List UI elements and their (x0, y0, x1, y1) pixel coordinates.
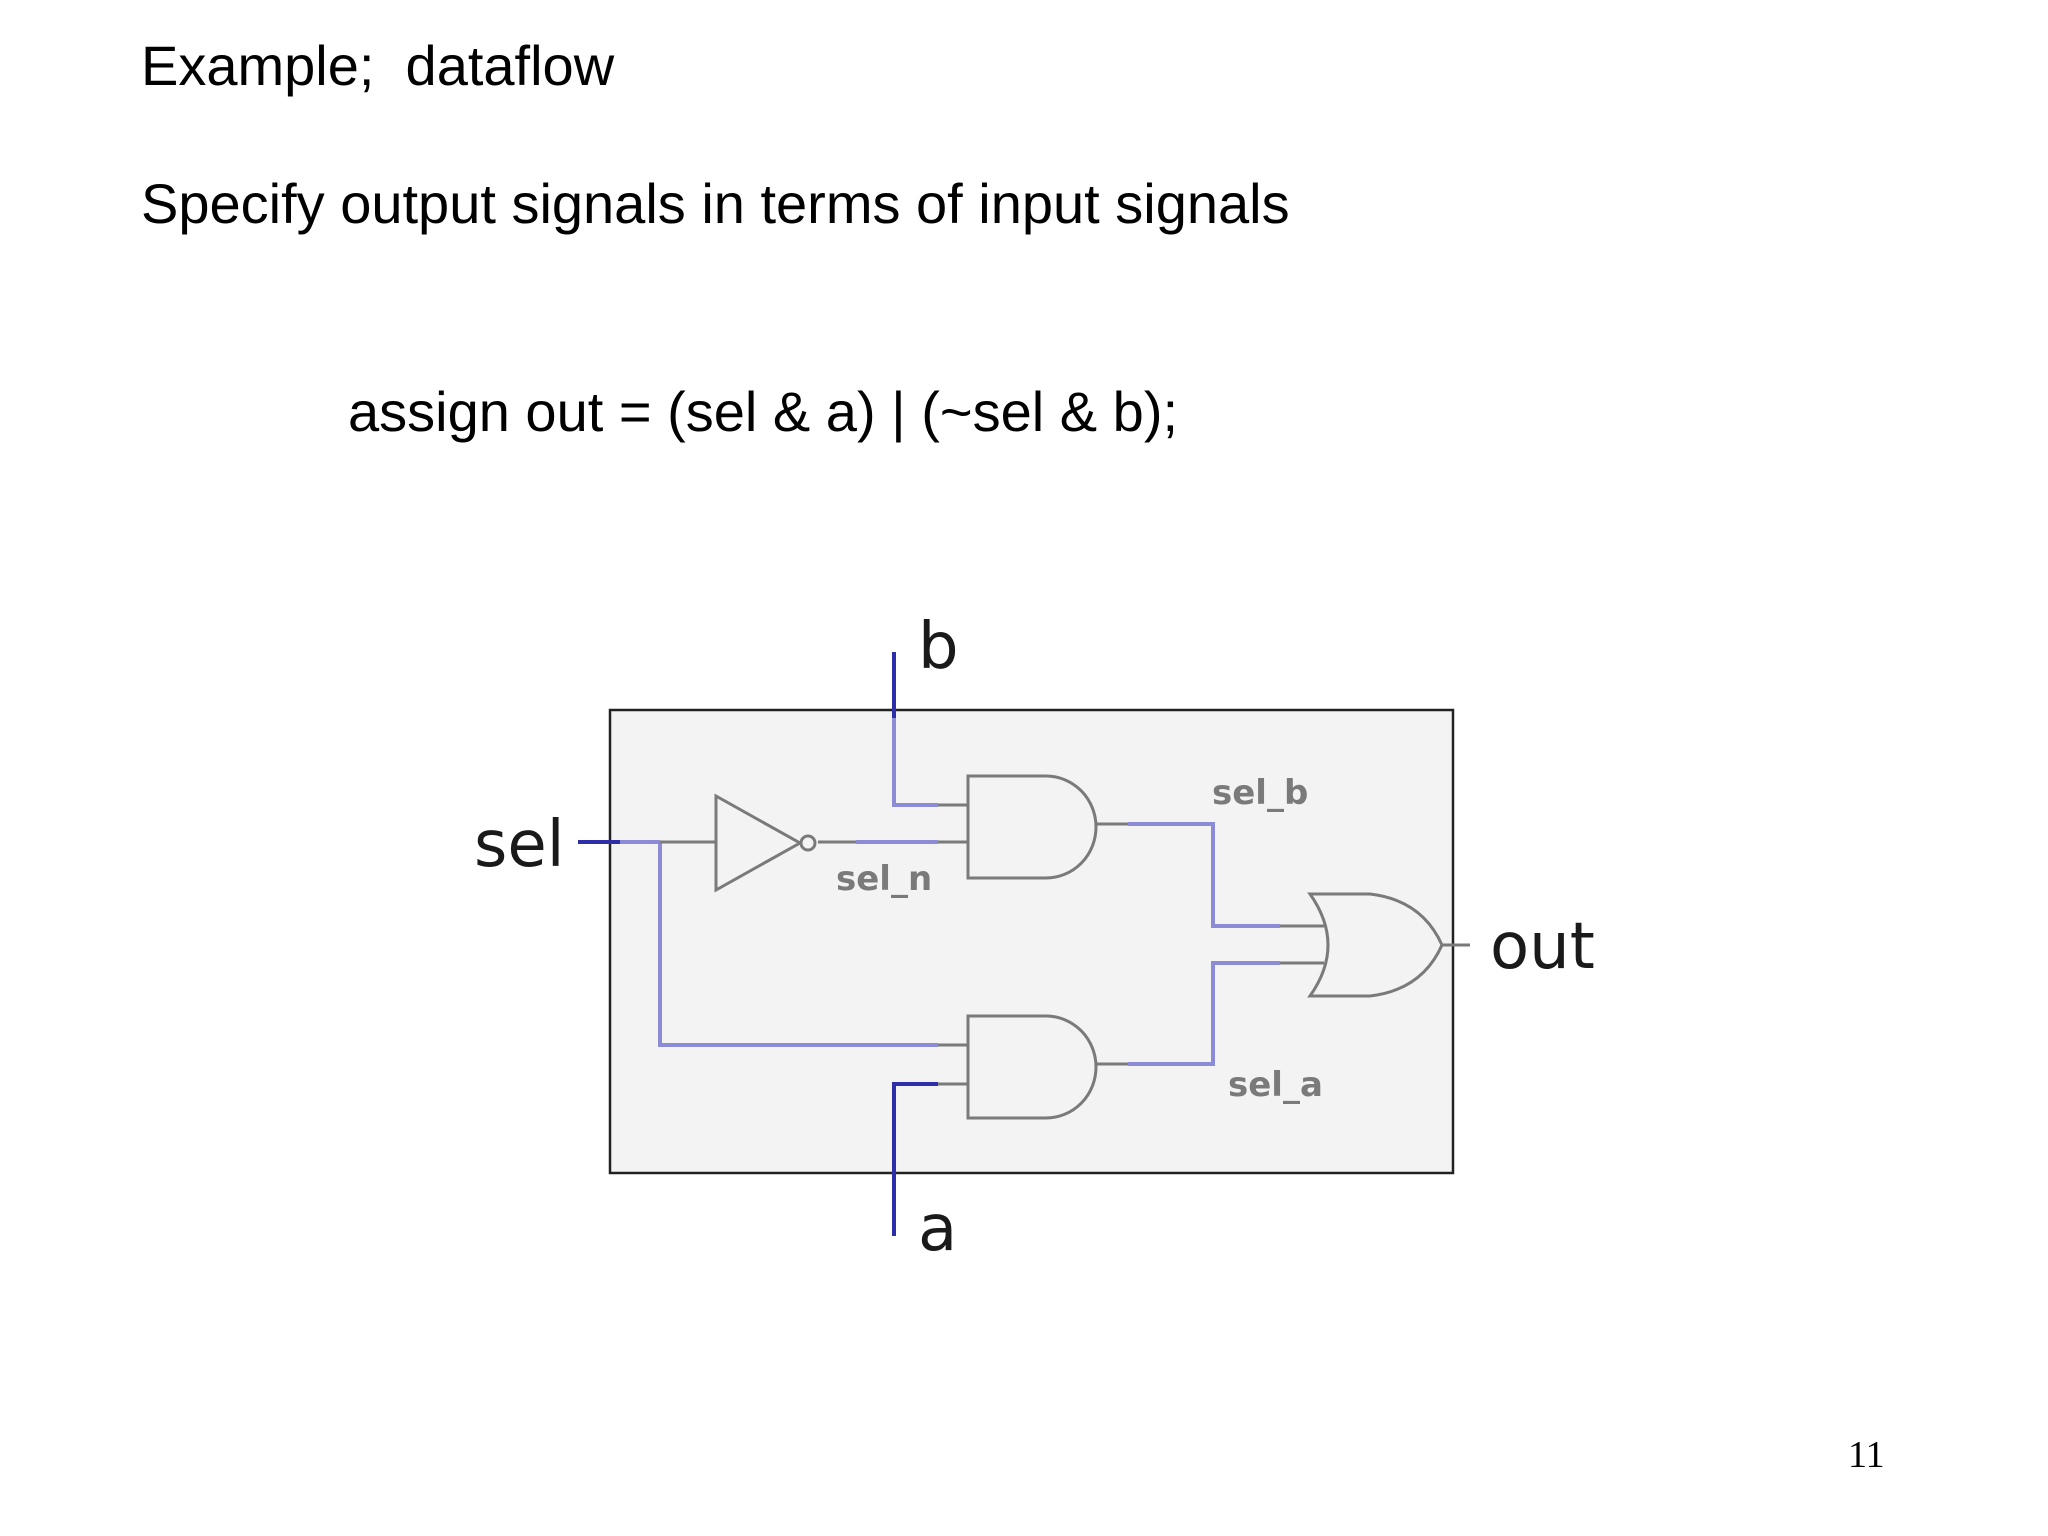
page-number: 11 (1848, 1434, 1885, 1476)
port-label-out: out (1490, 910, 1595, 984)
port-label-sel: sel (474, 808, 565, 882)
wire-b (892, 718, 938, 807)
wire-label-sel-b: sel_b (1212, 773, 1308, 813)
slide-subtitle: Specify output signals in terms of input… (141, 172, 1290, 235)
wire-label-sel-n: sel_n (836, 859, 932, 899)
wire-sel-a (1128, 961, 1280, 1066)
port-label-a: a (918, 1192, 957, 1266)
gate-leads (660, 803, 1470, 1086)
and-gate-a (966, 1014, 1098, 1120)
wire-sel-to-and-a (658, 842, 938, 1047)
or-gate (1307, 892, 1444, 998)
wire-label-sel-a: sel_a (1228, 1065, 1323, 1105)
not-gate-bubble (799, 834, 817, 852)
a-input-stub (892, 1082, 938, 1236)
external-wires (578, 652, 938, 1236)
verilog-assign-statement: assign out = (sel & a) | (~sel & b); (348, 380, 1179, 443)
not-gate-body (714, 793, 804, 893)
internal-wires (620, 718, 1280, 1066)
port-label-b: b (918, 610, 959, 684)
slide-title: Example; dataflow (141, 34, 615, 97)
not-gate (714, 793, 817, 893)
and-gate-b (966, 774, 1098, 880)
wire-sel-b (1128, 822, 1280, 928)
